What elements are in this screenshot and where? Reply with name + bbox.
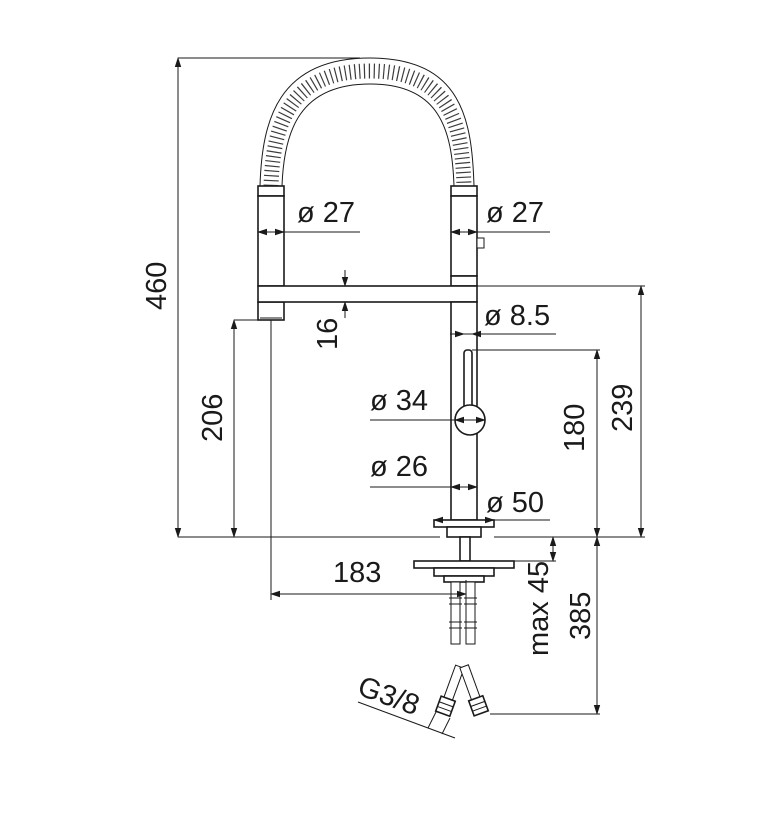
base-cap bbox=[446, 526, 482, 538]
base-plate bbox=[433, 519, 495, 528]
hand-shower-band-right bbox=[450, 275, 478, 287]
label-connection-thread: G3/8 bbox=[354, 671, 424, 723]
label-hand-shower-diameter: ø 27 bbox=[297, 197, 355, 229]
mounting-nut bbox=[433, 567, 495, 577]
spiral-hose-inner bbox=[281, 83, 455, 187]
label-outlet-height: 206 bbox=[197, 394, 229, 442]
spout-arm bbox=[257, 285, 478, 303]
label-lever-hub-diameter: ø 34 bbox=[370, 385, 428, 417]
hose-connector-right bbox=[459, 664, 490, 717]
hand-shower-collar-right bbox=[450, 185, 478, 197]
label-body-height: 239 bbox=[607, 384, 639, 432]
label-spout-diameter: ø 27 bbox=[486, 197, 544, 229]
label-lever-height: 180 bbox=[559, 404, 591, 452]
lock-nut bbox=[443, 575, 485, 583]
mounting-plate bbox=[413, 560, 515, 569]
hose-connector-left bbox=[434, 664, 465, 718]
supply-hose-right bbox=[465, 581, 476, 645]
label-spout-thickness: 16 bbox=[312, 318, 344, 350]
mounting-stud bbox=[459, 536, 471, 562]
label-max-deck-thickness: max 45 bbox=[523, 561, 555, 656]
label-total-height: 460 bbox=[141, 262, 173, 310]
dimension-labels: 460 206 ø 27 ø 27 16 ø 8.5 ø 34 ø 26 ø 5… bbox=[141, 197, 639, 722]
label-base-diameter: ø 50 bbox=[486, 487, 544, 519]
label-lever-diameter: ø 8.5 bbox=[484, 300, 550, 332]
hand-shower-nozzle-left bbox=[257, 301, 285, 321]
spiral-hose-coils bbox=[263, 63, 472, 187]
hand-shower-collar-left bbox=[257, 185, 285, 197]
hand-shower-body-left bbox=[257, 195, 285, 287]
label-hose-length: 385 bbox=[565, 592, 597, 640]
label-reach: 183 bbox=[333, 557, 381, 589]
faucet-outline bbox=[257, 57, 515, 718]
label-body-diameter: ø 26 bbox=[370, 451, 428, 483]
dimension-lines bbox=[174, 57, 645, 739]
spiral-hose-outer bbox=[259, 57, 475, 187]
supply-hose-left bbox=[450, 581, 461, 645]
hand-shower-body-right bbox=[450, 195, 478, 277]
shower-button-icon bbox=[476, 237, 485, 249]
lever-handle bbox=[463, 349, 473, 413]
